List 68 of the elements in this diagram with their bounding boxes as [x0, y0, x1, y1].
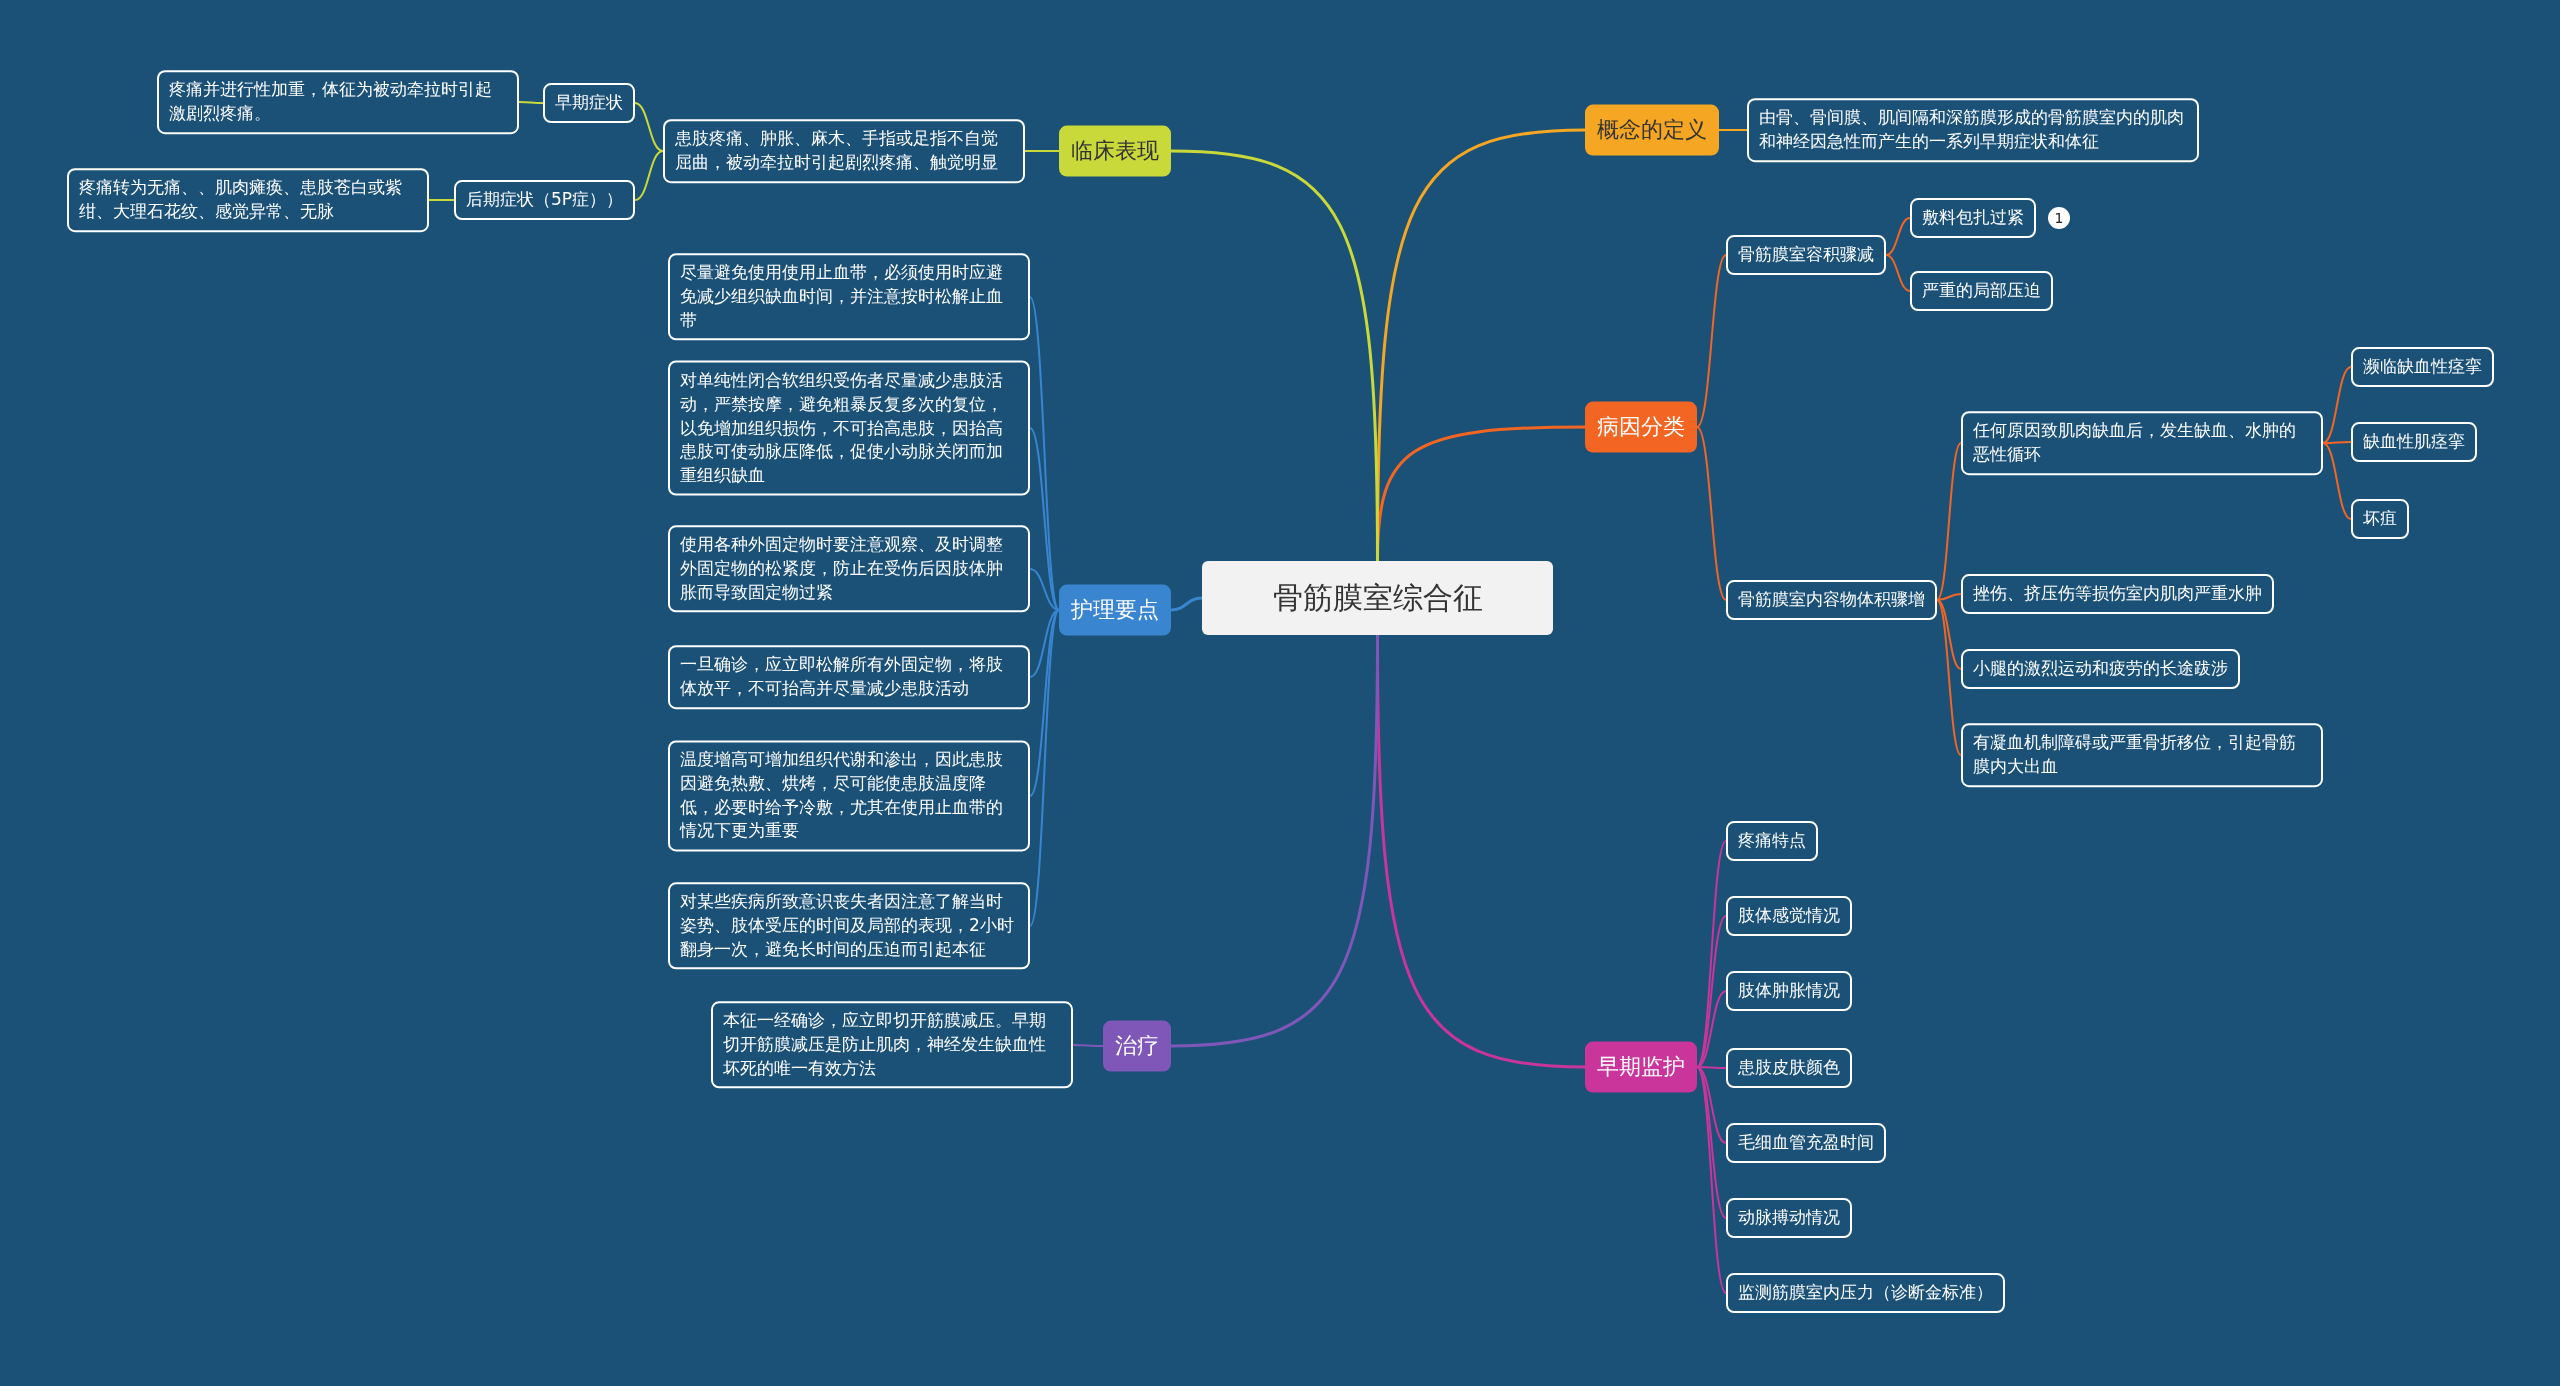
connector-line	[1170, 149, 1379, 561]
subtopic-box: 肢体感觉情况	[1726, 896, 1852, 936]
subtopic-box: 缺血性肌痉挛	[2351, 422, 2477, 462]
connector-line	[1885, 217, 1911, 256]
topic-box: 病因分类	[1585, 401, 1697, 453]
subtopic-box: 疼痛并进行性加重，体征为被动牵拉时引起激剧烈疼痛。	[157, 70, 519, 134]
connector-line	[1024, 150, 1060, 152]
subtopic-box: 小腿的激烈运动和疲劳的长途跋涉	[1961, 649, 2240, 689]
subtopic-box: 患肢皮肤颜色	[1726, 1048, 1852, 1088]
subtopic-box: 濒临缺血性痉挛	[2351, 347, 2494, 387]
subtopic-box: 骨筋膜室内容物体积骤增	[1726, 580, 1937, 620]
subtopic-box: 温度增高可增加组织代谢和渗出，因此患肢因避免热敷、烘烤，尽可能使患肢温度降低，必要时给予冷敷，尤其在使用止血带的情况下更为重要	[668, 740, 1030, 852]
subtopic-box: 骨筋膜室容积骤减	[1726, 235, 1886, 275]
connector-line	[2322, 442, 2352, 520]
subtopic-box: 有凝血机制障碍或严重骨折移位，引起骨筋膜内大出血	[1961, 723, 2323, 787]
connector-line	[634, 150, 664, 201]
connector-line	[634, 102, 664, 152]
subtopic-box: 挫伤、挤压伤等损伤室内肌肉严重水肿	[1961, 574, 2274, 614]
connector-line	[1029, 609, 1060, 927]
central-topic: 骨筋膜室综合征	[1202, 561, 1553, 635]
connector-line	[1936, 599, 1962, 670]
subtopic-box: 坏疽	[2351, 499, 2409, 539]
topic-box: 治疗	[1103, 1020, 1171, 1072]
connector-line	[1029, 609, 1060, 797]
connector-line	[1170, 635, 1379, 1048]
connector-line	[1696, 1066, 1727, 1219]
connector-line	[428, 199, 455, 201]
subtopic-box: 使用各种外固定物时要注意观察、及时调整外固定物的松紧度，防止在受伤后因肢体肿胀而导致固定物过紧	[668, 525, 1030, 613]
connector-line	[1718, 129, 1748, 131]
subtopic-box: 毛细血管充盈时间	[1726, 1123, 1886, 1163]
connector-line	[1029, 568, 1060, 611]
subtopic-box: 本征一经确诊，应立即切开筋膜减压。早期切开筋膜减压是防止肌肉，神经发生缺血性坏死的唯一有效方法	[711, 1001, 1073, 1089]
subtopic-box: 一旦确诊，应立即松解所有外固定物，将肢体放平，不可抬高并尽量减少患肢活动	[668, 645, 1030, 709]
subtopic-box: 疼痛转为无痛、、肌肉瘫痪、患肢苍白或紫绀、大理石花纹、感觉异常、无脉	[67, 168, 429, 232]
connector-line	[1029, 609, 1060, 678]
subtopic-box: 后期症状（5P症））	[454, 180, 636, 220]
subtopic-box: 患肢疼痛、肿胀、麻木、手指或足指不自觉屈曲，被动牵拉时引起剧烈疼痛、触觉明显	[663, 119, 1025, 183]
connector-line	[1696, 254, 1727, 428]
connector-line	[1936, 442, 1962, 601]
subtopic-box: 敷料包扎过紧	[1910, 198, 2036, 238]
connector-line	[1170, 596, 1203, 612]
connector-line	[1696, 1066, 1727, 1294]
connector-line	[1936, 599, 1962, 756]
subtopic-box: 疼痛特点	[1726, 821, 1818, 861]
connector-line	[1696, 915, 1727, 1068]
connector-line	[1072, 1044, 1104, 1047]
topic-box: 概念的定义	[1585, 104, 1719, 156]
connector-line	[1029, 427, 1060, 611]
connector-line	[1696, 426, 1727, 601]
connector-line	[1029, 296, 1060, 611]
number-badge: 1	[2048, 207, 2070, 229]
subtopic-box: 早期症状	[543, 83, 635, 123]
subtopic-box: 对某些疾病所致意识丧失者因注意了解当时姿势、肢体受压的时间及局部的表现，2小时翻身一次，避免长时间的压迫而引起本征	[668, 882, 1030, 970]
topic-box: 临床表现	[1059, 125, 1171, 177]
subtopic-box: 动脉搏动情况	[1726, 1198, 1852, 1238]
subtopic-box: 肢体肿胀情况	[1726, 971, 1852, 1011]
topic-box: 护理要点	[1059, 584, 1171, 636]
subtopic-box: 任何原因致肌肉缺血后，发生缺血、水肿的恶性循环	[1961, 411, 2323, 475]
topic-box: 早期监护	[1585, 1041, 1697, 1093]
subtopic-box: 由骨、骨间膜、肌间隔和深筋膜形成的骨筋膜室内的肌肉和神经因急性而产生的一系列早期症状和体征	[1747, 98, 2199, 162]
subtopic-box: 尽量避免使用使用止血带，必须使用时应避免减少组织缺血时间，并注意按时松解止血带	[668, 253, 1030, 341]
connector-line	[1885, 254, 1911, 292]
subtopic-box: 对单纯性闭合软组织受伤者尽量减少患肢活动，严禁按摩，避免粗暴反复多次的复位，以免增加组织损伤，不可抬高患肢，因抬高患肢可使动脉压降低，促使小动脉关闭而加重组织缺血	[668, 360, 1030, 496]
connector-line	[1936, 593, 1962, 601]
subtopic-box: 监测筋膜室内压力（诊断金标准）	[1726, 1273, 2005, 1313]
subtopic-box: 严重的局部压迫	[1910, 271, 2053, 311]
connector-line	[518, 101, 544, 104]
connector-line	[2322, 366, 2352, 444]
